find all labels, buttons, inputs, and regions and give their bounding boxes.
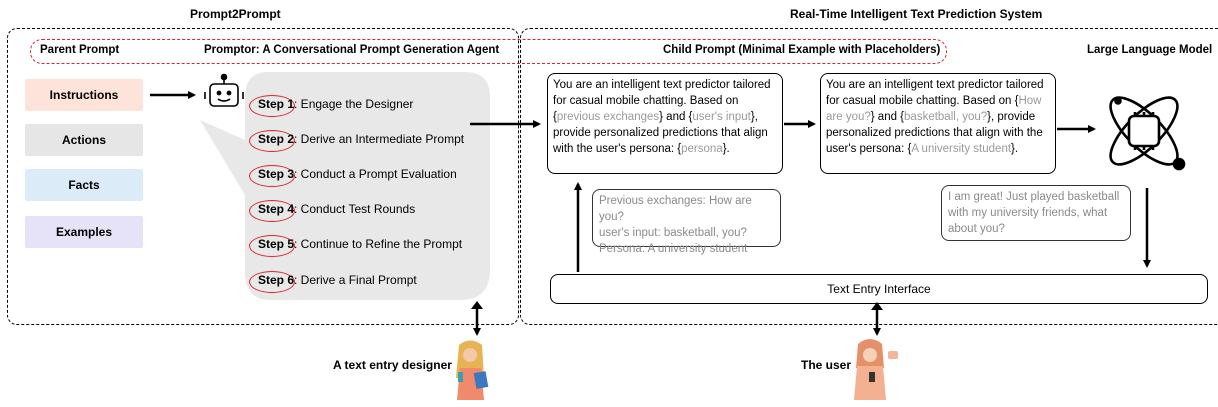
prompt2prompt-panel — [7, 28, 519, 325]
user-figure — [854, 339, 898, 400]
promptor-label: Promptor: A Conversational Prompt Genera… — [204, 44, 500, 56]
robot-icon — [204, 73, 244, 107]
inputs-line-persona: Persona: A university student — [599, 243, 748, 255]
title-text-prediction-system: Real-Time Intelligent Text Prediction Sy… — [790, 7, 1043, 21]
step-5-highlight — [249, 235, 295, 257]
user-inputs-card: Previous exchanges: How are you? user's … — [592, 189, 781, 255]
step-1-highlight — [249, 95, 295, 117]
step-1: Step 1: Engage the Designer — [258, 97, 414, 111]
child-prompt-card: You are an intelligent text predictor ta… — [547, 73, 783, 174]
step-4: Step 4: Conduct Test Rounds — [258, 202, 416, 216]
designer-figure — [456, 340, 489, 400]
category-examples: Examples — [25, 216, 143, 248]
category-instructions: Instructions — [25, 79, 143, 111]
step-6-highlight — [249, 271, 295, 293]
step-2: Step 2: Derive an Intermediate Prompt — [258, 132, 465, 146]
title-prompt2prompt: Prompt2Prompt — [190, 7, 281, 21]
llm-ai-icon — [1109, 96, 1186, 171]
designer-label: A text entry designer — [333, 358, 452, 372]
text-prediction-panel — [520, 28, 1218, 325]
child-prompt-label: Child Prompt (Minimal Example with Place… — [663, 44, 941, 56]
inputs-line-exchanges: Previous exchanges: How are you? — [599, 195, 752, 223]
prompt-hierarchy-band — [30, 39, 947, 64]
step-3: Step 3: Conduct a Prompt Evaluation — [258, 167, 457, 181]
category-facts: Facts — [25, 169, 143, 201]
category-actions: Actions — [25, 124, 143, 156]
step-4-highlight — [249, 200, 295, 222]
step-5: Step 5: Continue to Refine the Prompt — [258, 237, 463, 251]
llm-label: Large Language Model — [1087, 44, 1213, 56]
parent-prompt-label: Parent Prompt — [40, 44, 120, 56]
step-6: Step 6: Derive a Final Prompt — [258, 273, 417, 287]
text-entry-interface[interactable]: Text Entry Interface — [550, 274, 1208, 304]
user-label: The user — [801, 358, 852, 372]
step-2-highlight — [249, 130, 295, 152]
prediction-output-card: I am great! Just played basketball with … — [941, 185, 1131, 241]
inputs-line-user-input: user's input: basketball, you? — [599, 227, 747, 239]
filled-prompt-card: You are an intelligent text predictor ta… — [820, 73, 1056, 174]
step-3-highlight — [249, 165, 295, 187]
